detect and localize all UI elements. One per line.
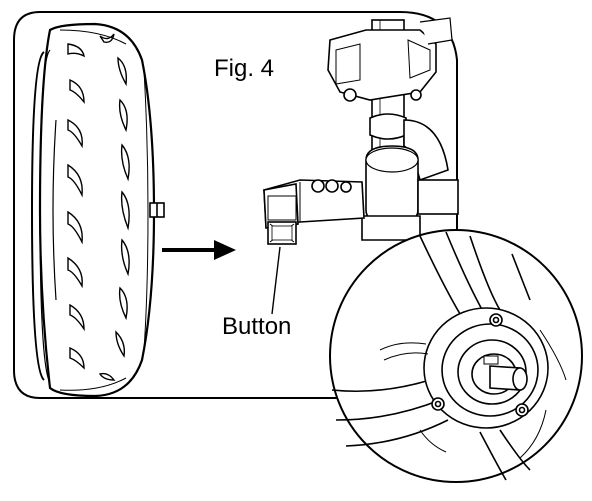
wheel [30,22,156,398]
trolley-frame [327,17,459,241]
axle-housing [263,179,365,229]
detail-view [329,229,583,483]
button-callout-line [271,246,281,315]
release-button [267,221,297,245]
figure-label: Fig. 4 [214,55,275,82]
wheel-tread [67,33,130,381]
button-callout-label: Button [222,313,292,340]
right-arrow-icon [162,240,236,260]
wheel-axle [149,202,165,218]
